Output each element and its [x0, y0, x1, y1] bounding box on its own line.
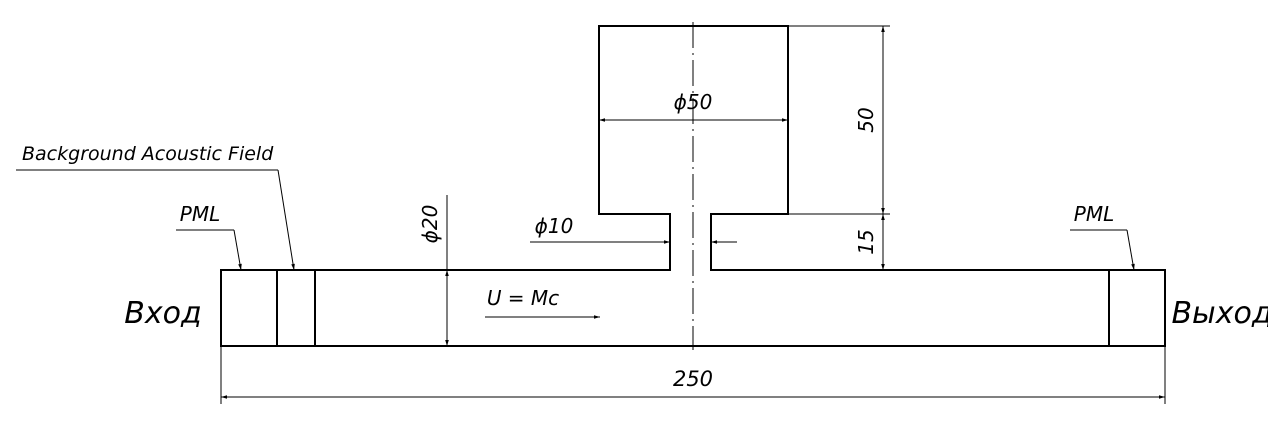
dim-label-length: 250	[673, 367, 713, 391]
label-background-field: Background Acoustic Field	[22, 143, 274, 165]
label-pml-right: PML	[1074, 202, 1114, 226]
label-flow: U = Mc	[487, 286, 559, 310]
dim-label-neck-height: 15	[854, 229, 878, 254]
leader-pml-right	[1126, 229, 1135, 271]
label-pml-left: PML	[180, 202, 220, 226]
leader-pml-left	[233, 229, 242, 271]
dim-label-neck: ϕ10	[535, 214, 574, 238]
label-inlet: Вход	[124, 296, 201, 331]
dim-label-duct-height: ϕ20	[418, 205, 442, 244]
label-outlet: Выход	[1171, 296, 1268, 331]
leader-background	[277, 169, 295, 271]
dim-label-cavity-height: 50	[854, 107, 878, 132]
dim-label-cavity-width: ϕ50	[674, 90, 713, 114]
